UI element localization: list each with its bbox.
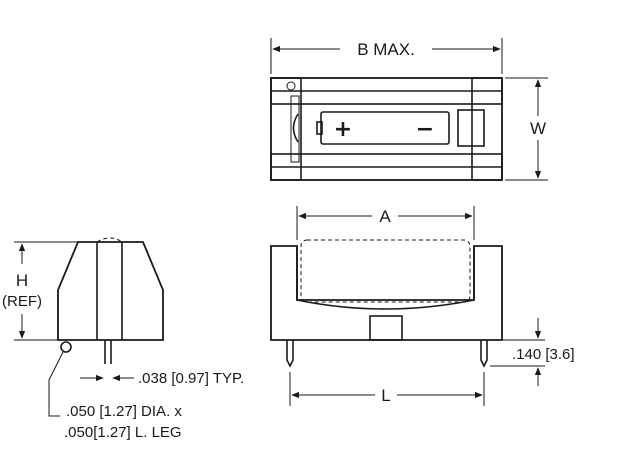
leg-note-line2: .050[1.27] L. LEG [64,424,182,441]
dim-pin-height-label: .140 [3.6] [512,346,575,363]
dim-l-label: L [381,386,390,405]
front-view: A .140 [3.6] L [270,206,575,406]
dim-h-label: H [16,271,28,290]
dim-pin-width-label: .038 [0.97] TYP. [138,370,244,387]
battery-plus-symbol: + [334,117,352,142]
dim-h-ref-label: (REF) [2,293,42,310]
dim-a-label: A [379,207,391,226]
dim-w-label: W [530,119,546,138]
leg-note-line1: .050 [1.27] DIA. x [66,403,182,420]
battery-minus-symbol: − [416,117,434,142]
side-view: H (REF) .038 [0.97] TYP. .050 [1.27] DIA… [2,237,244,441]
dim-b-label: B MAX. [357,40,415,59]
top-view: B MAX. + − W [270,38,548,181]
